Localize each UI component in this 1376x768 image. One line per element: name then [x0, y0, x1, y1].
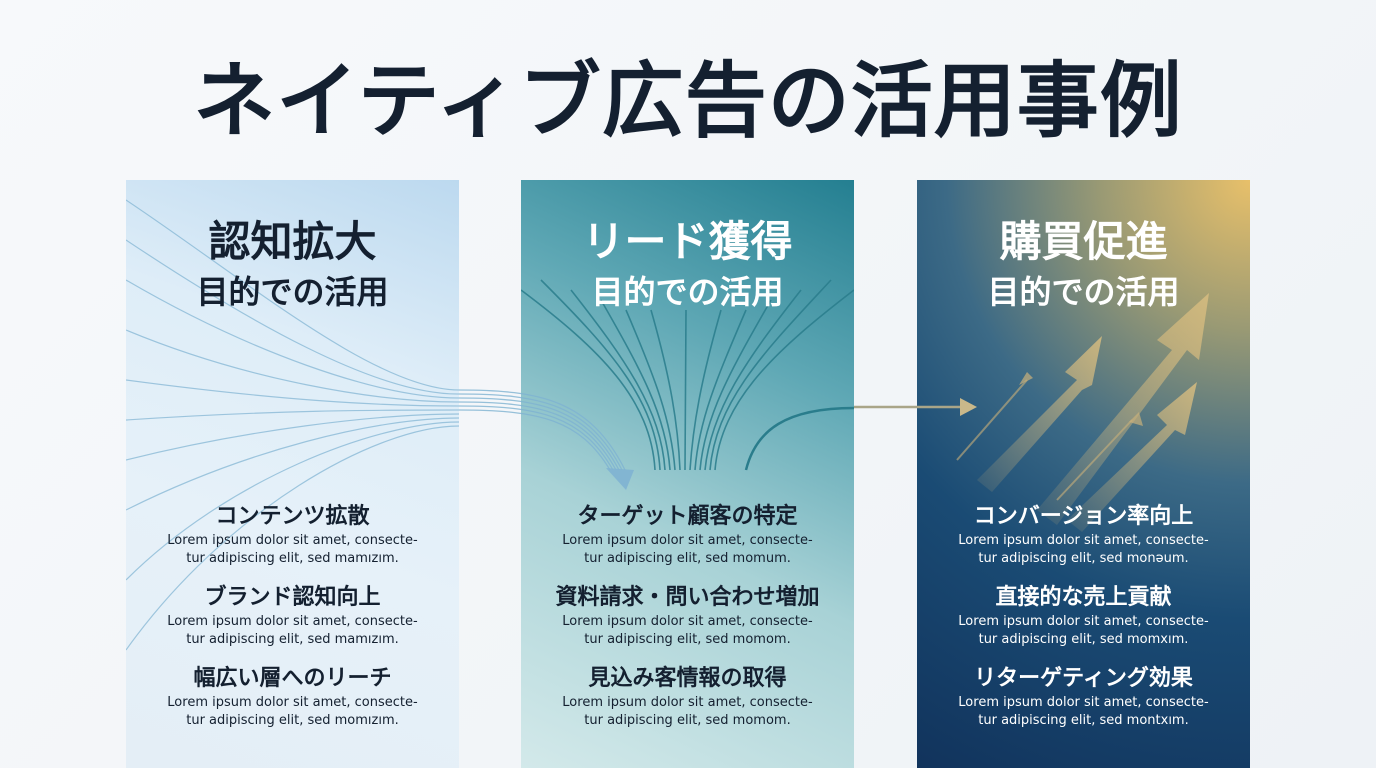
item-desc-line1: Lorem ipsum dolor sit amet, consecte- [562, 533, 813, 548]
panel-lead-generation: リード獲得 目的での活用 ターゲット顧客の特定 Lorem ipsum dolo… [521, 180, 854, 768]
list-item: 幅広い層へのリーチ Lorem ipsum dolor sit amet, co… [126, 664, 459, 745]
list-item: コンバージョン率向上 Lorem ipsum dolor sit amet, c… [917, 502, 1250, 583]
item-heading: 資料請求・問い合わせ増加 [555, 585, 820, 610]
item-desc-line1: Lorem ipsum dolor sit amet, consecte- [958, 614, 1209, 629]
item-heading: 幅広い層へのリーチ [193, 666, 392, 691]
item-desc-line2: tur adipiscing elit, sed montxım. [978, 713, 1189, 728]
item-desc-line2: tur adipiscing elit, sed momızım. [186, 713, 399, 728]
list-item: リターゲティング効果 Lorem ipsum dolor sit amet, c… [917, 664, 1250, 745]
item-heading: 直接的な売上貢献 [995, 585, 1172, 610]
item-desc-line1: Lorem ipsum dolor sit amet, consecte- [562, 695, 813, 710]
item-desc-line2: tur adipiscing elit, sed mamızım. [186, 551, 399, 566]
item-desc-line2: tur adipiscing elit, sed momxım. [978, 632, 1189, 647]
item-desc-line1: Lorem ipsum dolor sit amet, consecte- [958, 695, 1209, 710]
panel-title: リード獲得 [582, 217, 793, 266]
panel-items: コンバージョン率向上 Lorem ipsum dolor sit amet, c… [917, 502, 1250, 745]
list-item: ブランド認知向上 Lorem ipsum dolor sit amet, con… [126, 583, 459, 664]
panel-awareness: 認知拡大 目的での活用 コンテンツ拡散 Lorem ipsum dolor si… [126, 180, 459, 768]
item-heading: コンバージョン率向上 [973, 504, 1194, 529]
item-desc-line1: Lorem ipsum dolor sit amet, consecte- [958, 533, 1209, 548]
panel-title: 認知拡大 [208, 217, 377, 266]
item-heading: ブランド認知向上 [204, 585, 381, 610]
item-desc-line1: Lorem ipsum dolor sit amet, consecte- [167, 614, 418, 629]
panel-subtitle: 目的での活用 [196, 273, 389, 311]
panel-purchase-promotion: 購買促進 目的での活用 コンバージョン率向上 Lorem ipsum dolor… [917, 180, 1250, 768]
item-desc-line1: Lorem ipsum dolor sit amet, consecte- [167, 695, 418, 710]
panel-subtitle: 目的での活用 [987, 273, 1180, 311]
item-desc-line2: tur adipiscing elit, sed monəum. [978, 551, 1189, 566]
list-item: 見込み客情報の取得 Lorem ipsum dolor sit amet, co… [521, 664, 854, 745]
panel-subtitle: 目的での活用 [591, 273, 784, 311]
list-item: コンテンツ拡散 Lorem ipsum dolor sit amet, cons… [126, 502, 459, 583]
panel-items: コンテンツ拡散 Lorem ipsum dolor sit amet, cons… [126, 502, 459, 745]
item-desc-line2: tur adipiscing elit, sed momom. [584, 713, 791, 728]
panel-title: 購買促進 [999, 217, 1168, 266]
panel-items: ターゲット顧客の特定 Lorem ipsum dolor sit amet, c… [521, 502, 854, 745]
item-desc-line1: Lorem ipsum dolor sit amet, consecte- [562, 614, 813, 629]
item-desc-line1: Lorem ipsum dolor sit amet, consecte- [167, 533, 418, 548]
item-desc-line2: tur adipiscing elit, sed momum. [584, 551, 791, 566]
item-heading: リターゲティング効果 [974, 666, 1193, 691]
page-title: ネイティブ広告の活用事例 [193, 54, 1183, 149]
item-heading: コンテンツ拡散 [215, 504, 370, 529]
item-heading: 見込み客情報の取得 [588, 666, 787, 691]
funnel-lines-icon [521, 279, 854, 471]
list-item: 資料請求・問い合わせ増加 Lorem ipsum dolor sit amet,… [521, 583, 854, 664]
list-item: 直接的な売上貢献 Lorem ipsum dolor sit amet, con… [917, 583, 1250, 664]
growth-arrows-icon [956, 293, 1209, 532]
item-desc-line2: tur adipiscing elit, sed mamızım. [186, 632, 399, 647]
item-desc-line2: tur adipiscing elit, sed momom. [584, 632, 791, 647]
list-item: ターゲット顧客の特定 Lorem ipsum dolor sit amet, c… [521, 502, 854, 583]
converging-lines-icon [126, 199, 459, 651]
item-heading: ターゲット顧客の特定 [577, 504, 798, 529]
